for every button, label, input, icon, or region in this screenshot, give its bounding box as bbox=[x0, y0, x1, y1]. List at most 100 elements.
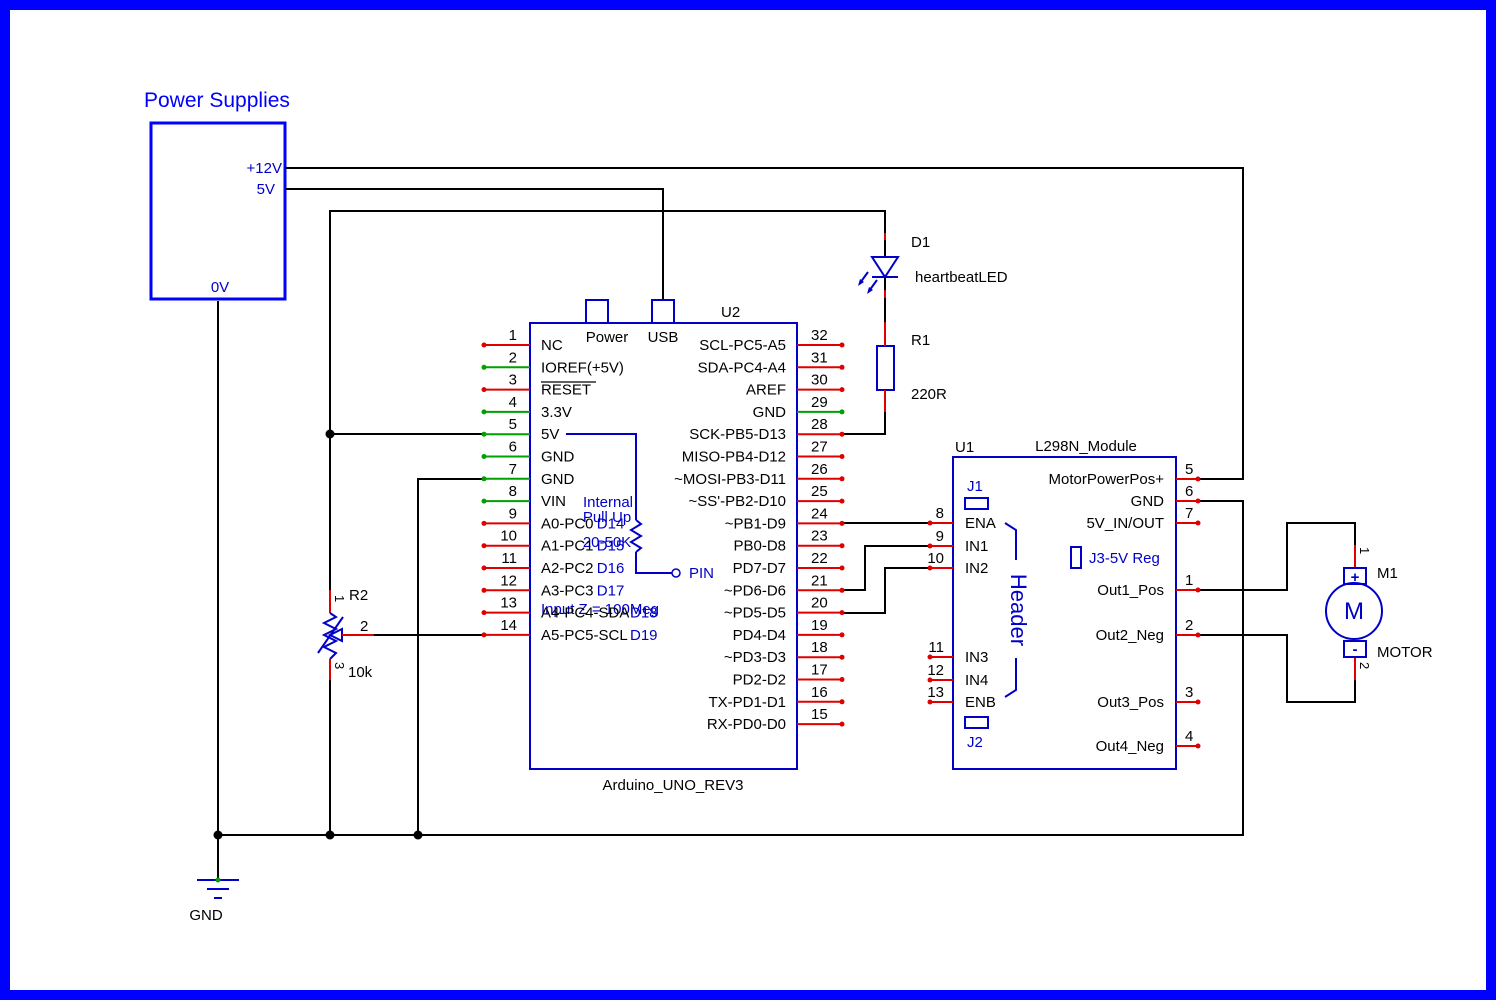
arduino-pin-number: 19 bbox=[811, 617, 828, 634]
pin-end bbox=[481, 364, 487, 370]
arduino-pin-number: 17 bbox=[811, 662, 828, 679]
j1-jumper bbox=[964, 497, 989, 510]
pin-end bbox=[481, 342, 487, 348]
arduino-pin-name: 3.3V bbox=[541, 404, 572, 421]
arduino-pin-alt: D19 bbox=[630, 627, 658, 644]
pin-end bbox=[839, 387, 845, 393]
pin-end bbox=[481, 476, 487, 482]
arduino-pin-number: 16 bbox=[811, 684, 828, 701]
l298n-pin-name: IN4 bbox=[965, 672, 988, 689]
motor-pin1: 1 bbox=[1357, 547, 1372, 554]
arduino-pin-name: A1-PC1 bbox=[541, 538, 594, 555]
l298n-pin-name: Out4_Neg bbox=[1096, 738, 1164, 755]
l298n-pin-number: 11 bbox=[928, 639, 944, 656]
j1-label: J1 bbox=[967, 478, 983, 495]
arduino-pin-number: 27 bbox=[811, 439, 828, 456]
junction-dot bbox=[213, 830, 223, 840]
arduino-pin-name: ~PB1-D9 bbox=[725, 515, 786, 532]
l298n-pin-name: GND bbox=[1131, 493, 1165, 510]
resistor-r1: R1 220R bbox=[876, 322, 947, 412]
arduino-pin-number: 12 bbox=[500, 572, 517, 589]
arduino-pin-name: SCK-PB5-D13 bbox=[689, 426, 786, 443]
arduino-pin-number: 10 bbox=[500, 528, 517, 545]
motor-m1: + M - 1 2 M1 MOTOR bbox=[1325, 545, 1433, 680]
pin-end bbox=[839, 498, 845, 504]
pullup-pin-circle bbox=[671, 568, 681, 578]
pin-end bbox=[839, 654, 845, 660]
arduino-pin-name: ~PD5-D5 bbox=[724, 605, 786, 622]
arduino-pin-name: MISO-PB4-D12 bbox=[682, 449, 786, 466]
arduino-pin-number: 9 bbox=[509, 505, 517, 522]
arduino-part: Arduino_UNO_REV3 bbox=[603, 777, 744, 794]
arduino-pin-name: A3-PC3 bbox=[541, 582, 594, 599]
arduino-pin-name: VIN bbox=[541, 493, 566, 510]
led-d1: D1 heartbeatLED bbox=[858, 233, 1008, 298]
power-supply-box bbox=[149, 121, 287, 301]
arduino-pin-number: 25 bbox=[811, 483, 828, 500]
pin-end bbox=[839, 587, 845, 593]
arduino-pin-number: 21 bbox=[811, 572, 828, 589]
l298n-pin-number: 9 bbox=[936, 528, 944, 545]
pot-ref: R2 bbox=[349, 587, 368, 604]
motor-body bbox=[1325, 582, 1383, 640]
l298n-pin-name: Out1_Pos bbox=[1097, 582, 1164, 599]
pin-end bbox=[481, 543, 487, 549]
pin-end bbox=[839, 409, 845, 415]
pullup-pin-label: PIN bbox=[689, 565, 714, 582]
arduino-pin-number: 20 bbox=[811, 595, 828, 612]
pin-end bbox=[1195, 498, 1201, 504]
arduino-pin-name: GND bbox=[541, 471, 575, 488]
arduino-pin-number: 22 bbox=[811, 550, 828, 567]
pin-end bbox=[839, 543, 845, 549]
l298n-pin-number: 10 bbox=[927, 550, 944, 567]
motor-label: MOTOR bbox=[1377, 644, 1433, 661]
arduino-pin-name: PD2-D2 bbox=[733, 672, 786, 689]
pot-pin2: 2 bbox=[360, 618, 368, 635]
usb-jack-label: USB bbox=[648, 329, 679, 346]
junction-dot bbox=[325, 830, 335, 840]
resistor-value: 220R bbox=[911, 386, 947, 403]
pin-end bbox=[481, 498, 487, 504]
input-z-note: Input Z = 100Meg bbox=[541, 601, 659, 618]
power-5v-label: 5V bbox=[257, 181, 275, 198]
pin-end bbox=[1195, 632, 1201, 638]
arduino-pin-number: 30 bbox=[811, 372, 828, 389]
motor-plus: + bbox=[1351, 569, 1360, 586]
pin-end bbox=[481, 632, 487, 638]
pin-end bbox=[839, 520, 845, 526]
gnd-label: GND bbox=[189, 907, 223, 924]
arduino-pin-name: TX-PD1-D1 bbox=[708, 694, 786, 711]
power-jack bbox=[585, 299, 609, 324]
pin-end bbox=[927, 520, 933, 526]
arduino-pin-number: 31 bbox=[811, 349, 828, 366]
arduino-pin-name: PB0-D8 bbox=[733, 538, 786, 555]
arduino-pin-name: 5V bbox=[541, 426, 559, 443]
power-jack-label: Power bbox=[586, 329, 629, 346]
l298n-pin-number: 2 bbox=[1185, 617, 1193, 634]
pin-end bbox=[839, 610, 845, 616]
pin-end bbox=[481, 610, 487, 616]
arduino-pin-number: 18 bbox=[811, 639, 828, 656]
l298n-pin-name: IN2 bbox=[965, 560, 988, 577]
pin-end bbox=[927, 677, 933, 683]
pin-end bbox=[839, 699, 845, 705]
arduino-pin-number: 1 bbox=[509, 327, 517, 344]
pin-end bbox=[481, 454, 487, 459]
arduino-pin-name: ~MOSI-PB3-D11 bbox=[674, 471, 786, 488]
pin-end bbox=[481, 587, 487, 593]
arduino-pin-name: GND bbox=[753, 404, 787, 421]
pin-end bbox=[927, 699, 933, 705]
arduino-pin-number: 29 bbox=[811, 394, 828, 411]
pin-end bbox=[839, 342, 845, 348]
pin-end bbox=[927, 565, 933, 571]
pin-end bbox=[839, 721, 845, 727]
arduino-pin-number: 4 bbox=[509, 394, 517, 411]
arduino-pin-name: IOREF(+5V) bbox=[541, 359, 624, 376]
pin-end bbox=[1195, 699, 1201, 705]
l298n-pin-number: 6 bbox=[1185, 483, 1193, 500]
j3-jumper bbox=[1070, 546, 1082, 569]
arduino-pin-number: 5 bbox=[509, 416, 517, 433]
arduino-pin-name: A5-PC5-SCL bbox=[541, 627, 628, 644]
